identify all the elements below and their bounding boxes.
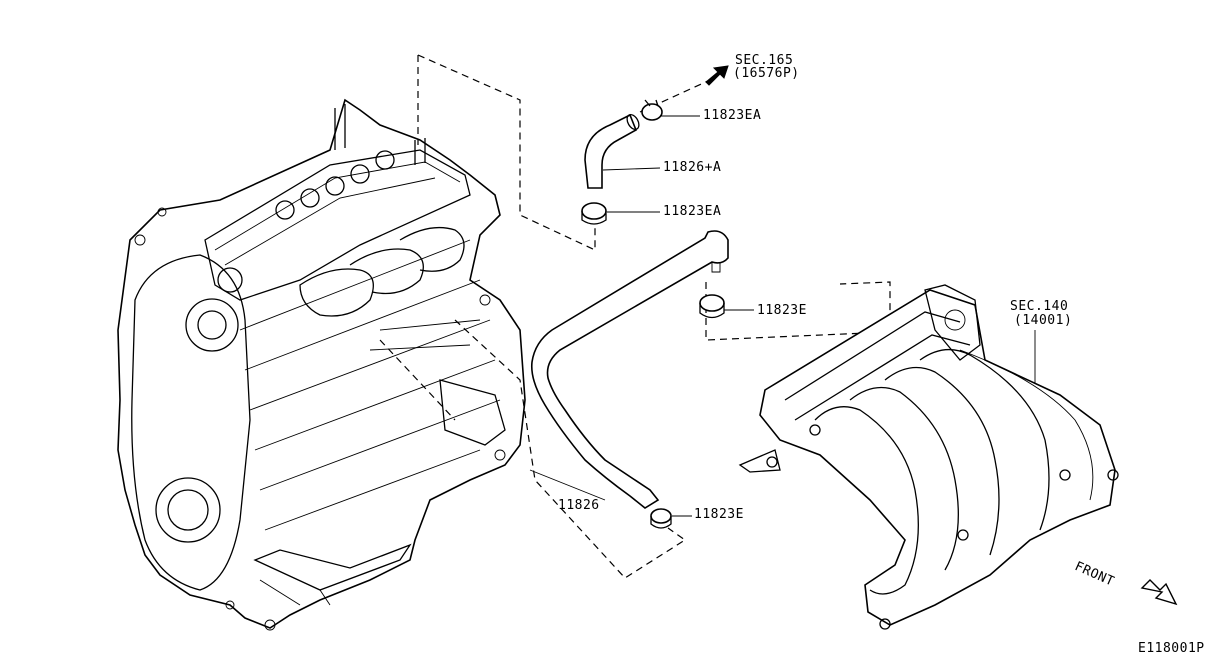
callout-11823e-right[interactable]: 11823E	[757, 303, 807, 318]
engine-assembly	[117, 98, 526, 631]
figure-id: E118001P	[1138, 641, 1205, 656]
callout-sec140[interactable]: SEC.140	[1010, 299, 1069, 314]
callout-sec140-ref: (14001)	[1014, 313, 1073, 328]
callout-11823ea-mid[interactable]: 11823EA	[663, 204, 722, 219]
callout-11826[interactable]: 11826	[558, 498, 600, 513]
clamp-mid	[581, 202, 607, 225]
clamp-top	[641, 99, 663, 121]
callout-11823e-bottom[interactable]: 11823E	[694, 507, 744, 522]
clamp-bottom	[650, 508, 672, 529]
callout-11826a[interactable]: 11826+A	[663, 160, 722, 175]
main-hose-11826	[530, 230, 729, 509]
arrow-downright-icon	[1140, 579, 1178, 606]
upper-hose-11826a	[584, 113, 640, 189]
callout-sec165-ref: (16576P)	[733, 66, 800, 81]
callout-11823ea-top[interactable]: 11823EA	[703, 108, 762, 123]
clamp-right	[699, 294, 725, 319]
callout-leaders	[529, 115, 1036, 517]
arrow-upright-icon	[705, 65, 729, 86]
callout-sec165[interactable]: SEC.165	[735, 53, 794, 68]
intake-manifold	[738, 284, 1119, 630]
